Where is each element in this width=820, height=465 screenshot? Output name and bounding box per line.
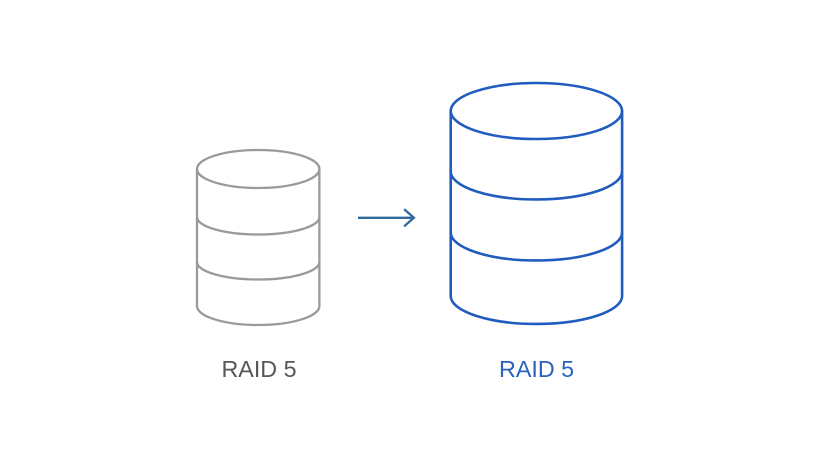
svg-text:RAID 5: RAID 5: [499, 356, 574, 382]
svg-text:RAID 5: RAID 5: [221, 356, 296, 382]
